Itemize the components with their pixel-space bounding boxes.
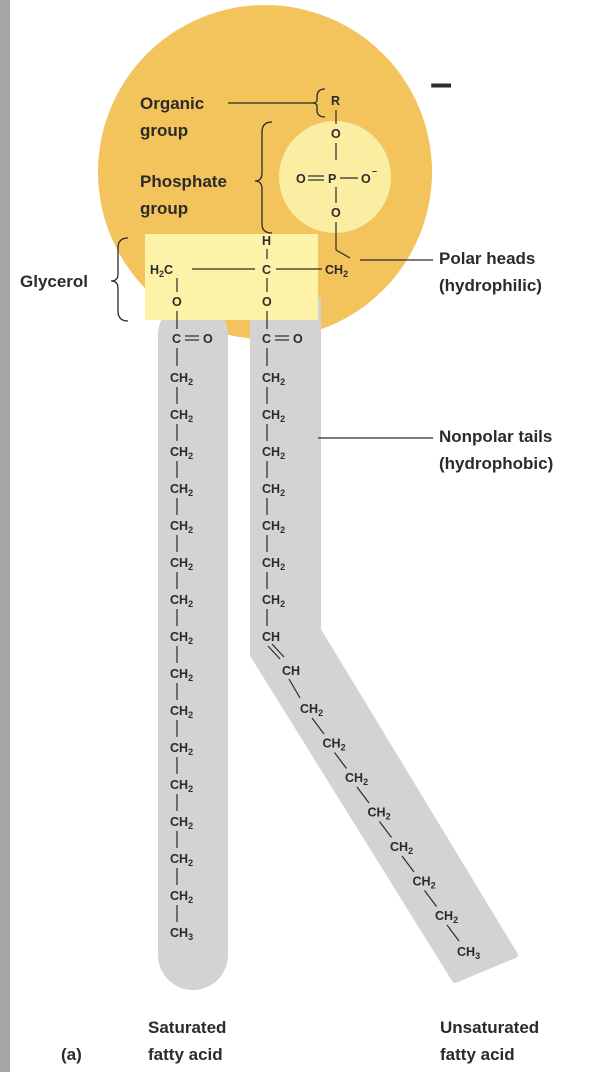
bond [311,717,325,735]
atom-CH2-saturated: CH2 [170,778,193,794]
atom-CH2-unsaturated: CH2 [262,445,285,461]
label-unsaturated: fatty acid [440,1045,515,1064]
atom-CH2-saturated: CH2 [170,667,193,683]
atom-CH2-saturated: CH2 [170,482,193,498]
atom-O-left-ester: O [172,295,182,309]
saturated-tail [158,300,228,990]
glycerol-box [145,234,318,320]
label-saturated: fatty acid [148,1045,223,1064]
atom-CH2-unsaturated: CH2 [300,702,323,718]
bond [446,924,460,942]
figure-label: (a) [61,1045,82,1064]
label-phosphate-group: Phosphate [140,172,227,191]
atom-C-middle: C [262,263,271,277]
atom-CH2-unsaturated: CH2 [262,371,285,387]
label-polar-heads: (hydrophilic) [439,276,542,295]
atom-O-minus: O [361,172,371,186]
atom-C-right-carbonyl: C [262,332,271,346]
label-phosphate-group: group [140,199,188,218]
atom-CH2-saturated: CH2 [170,371,193,387]
atom-CH2-unsaturated: CH2 [262,593,285,609]
atom-CH2-unsaturated: CH2 [262,519,285,535]
atom-CH2-saturated: CH2 [170,704,193,720]
left-border-bar [0,0,10,1072]
atom-O-right-ester: O [262,295,272,309]
atom-O-lower: O [331,206,341,220]
atom-O-double: O [296,172,306,186]
bond [379,821,392,838]
unsaturated-chain: CH2CH2CH2CH2CH2CH2CH2CHCHCH2CH2CH2CH2CH2… [262,348,480,961]
charge-minus: – [372,166,377,176]
atom-CH2-saturated: CH2 [170,556,193,572]
label-polar-heads: Polar heads [439,249,535,268]
bond [335,249,351,259]
brace-phosphate-group [254,121,273,234]
atom-CH2-unsaturated: CH2 [262,482,285,498]
unsaturated-tail [250,297,518,983]
mark-dash: – [430,61,452,105]
atom-CH-double-bond: CH [262,630,280,644]
label-nonpolar-tails: Nonpolar tails [439,427,552,446]
atom-CH2-saturated: CH2 [170,741,193,757]
atom-CH2-saturated: CH2 [170,593,193,609]
label-saturated: Saturated [148,1018,226,1037]
atom-CH3-unsaturated: CH3 [457,945,480,961]
atom-O-right-carbonyl: O [293,332,303,346]
atom-R: R [331,94,340,108]
atom-CH2-unsaturated: CH2 [345,771,368,787]
atom-H2C: H2C [150,263,173,279]
bond [271,643,285,658]
saturated-chain: CH2CH2CH2CH2CH2CH2CH2CH2CH2CH2CH2CH2CH2C… [170,348,193,942]
label-organic-group: Organic [140,94,204,113]
atom-CH2-unsaturated: CH2 [435,909,458,925]
brace-organic-group [311,88,326,118]
atom-P: P [328,172,336,186]
label-unsaturated: Unsaturated [440,1018,539,1037]
atom-CH2-saturated: CH2 [170,889,193,905]
bond [401,855,415,873]
atom-H: H [262,234,271,248]
brace-glycerol [110,237,129,322]
atom-CH2-saturated: CH2 [170,519,193,535]
atom-C-left-carbonyl: C [172,332,181,346]
bond [424,890,437,907]
atom-CH2-saturated: CH2 [170,852,193,868]
atom-CH2-saturated: CH2 [170,408,193,424]
atom-CH2-unsaturated: CH2 [262,556,285,572]
bond [356,786,370,804]
phosphate-circle [279,121,391,233]
bond [267,645,281,660]
bond [288,678,301,699]
label-nonpolar-tails: (hydrophobic) [439,454,553,473]
atom-CH2-glycerol: CH2 [325,263,348,279]
atom-CH2-unsaturated: CH2 [323,737,346,753]
atom-CH2-unsaturated: CH2 [368,806,391,822]
label-organic-group: group [140,121,188,140]
atom-CH2-unsaturated: CH2 [390,840,413,856]
bond [334,752,347,769]
atom-CH-double-bond: CH [282,664,300,678]
atom-O-left-carbonyl: O [203,332,213,346]
atom-CH2-saturated: CH2 [170,445,193,461]
atom-O-top: O [331,127,341,141]
atom-CH3-saturated: CH3 [170,926,193,942]
atom-CH2-unsaturated: CH2 [262,408,285,424]
atom-CH2-saturated: CH2 [170,815,193,831]
label-glycerol: Glycerol [20,272,88,291]
atom-CH2-unsaturated: CH2 [413,875,436,891]
atom-CH2-saturated: CH2 [170,630,193,646]
